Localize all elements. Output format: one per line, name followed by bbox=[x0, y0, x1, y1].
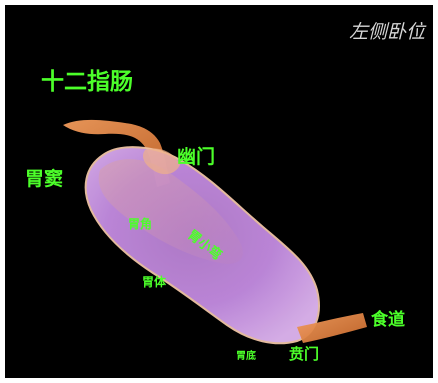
label-duodenum: 十二指肠 bbox=[41, 71, 133, 94]
label-esophagus: 食道 bbox=[371, 312, 405, 329]
label-cardia: 贲门 bbox=[289, 347, 319, 362]
label-gastric-body: 胃体 bbox=[142, 276, 166, 288]
label-pylorus: 幽门 bbox=[177, 148, 215, 167]
label-fundus: 胃窦 bbox=[25, 170, 63, 189]
diagram-frame: 左侧卧位 十二指肠 胃窦 幽门 胃角 胃小弯 胃体 食道 贲门 胃底 bbox=[5, 5, 433, 378]
label-gastric-floor: 胃底 bbox=[236, 352, 256, 362]
view-label: 左侧卧位 bbox=[349, 23, 425, 42]
label-angular-notch: 胃角 bbox=[128, 218, 152, 230]
stomach-3d-model[interactable] bbox=[5, 5, 433, 378]
